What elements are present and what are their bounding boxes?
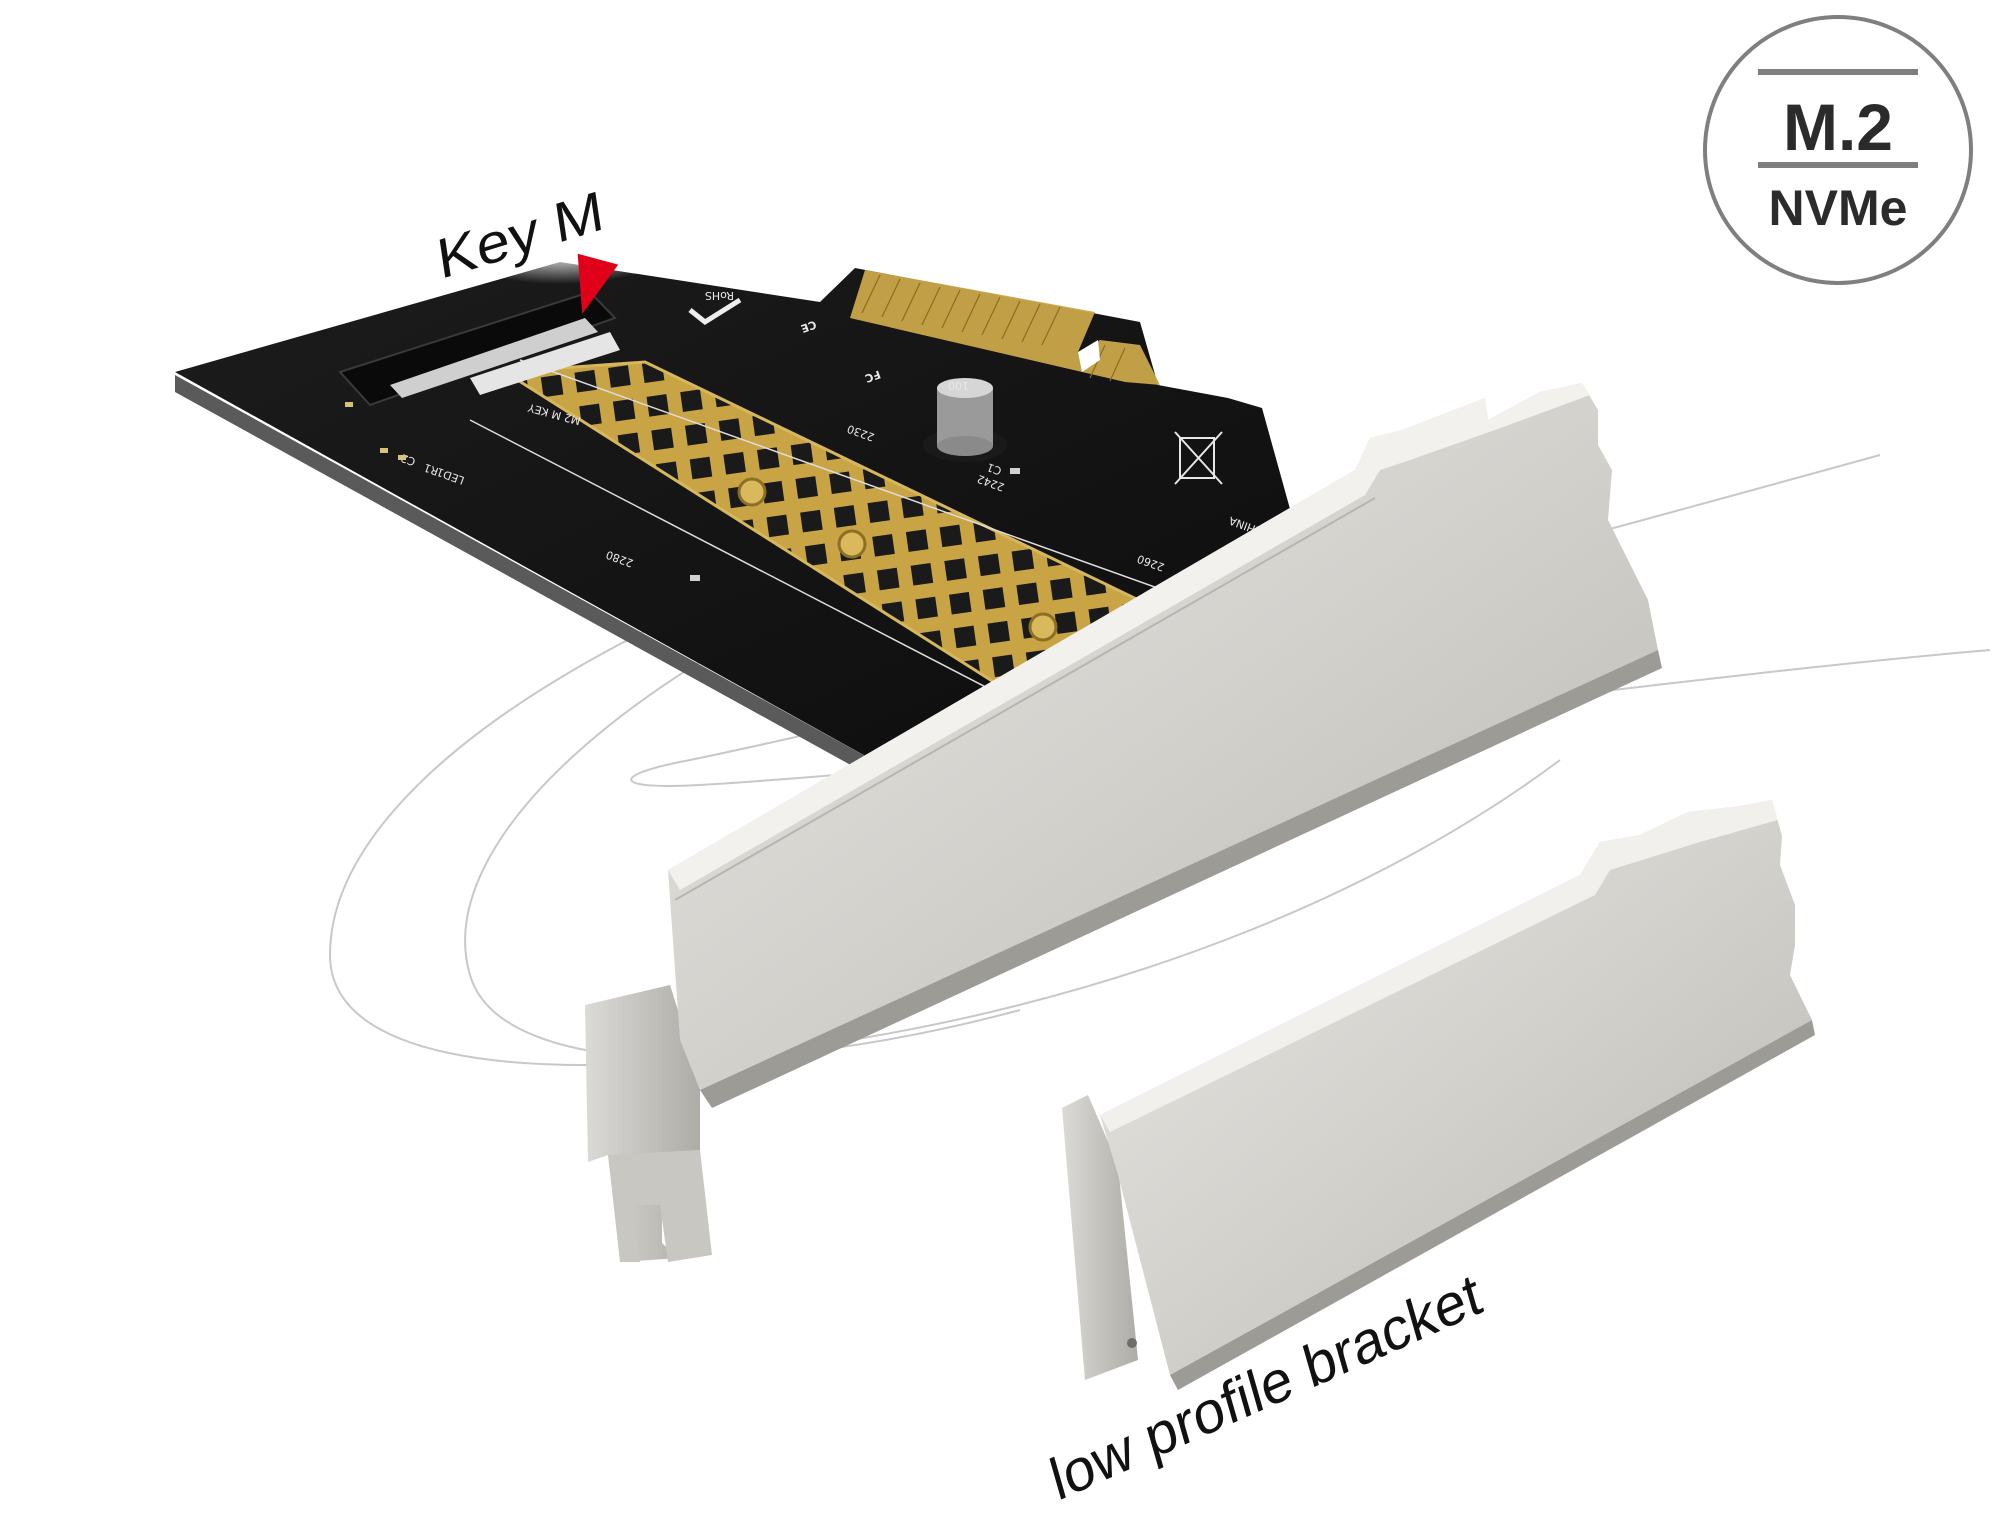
capacitor: 100 <box>923 378 1007 462</box>
key-arrow-icon <box>577 253 619 314</box>
ce-mark: CE <box>799 318 818 336</box>
screw-hole-2242 <box>837 529 867 559</box>
fc-mark: FC <box>863 367 882 385</box>
badge-nvme: NVMe <box>1769 180 1908 236</box>
rohs-text: RoHS <box>705 289 734 302</box>
r1-label: R1 <box>422 461 440 478</box>
badge-m2: M.2 <box>1783 90 1893 164</box>
pcie-card: 100 RoHS CE FC CHINA M2 M KEY 2230 2242 … <box>175 262 1345 795</box>
weee-bin-icon <box>1174 431 1223 485</box>
screw-hole-2230 <box>737 477 767 507</box>
rohs-mark: RoHS <box>688 289 742 326</box>
m2-nvme-badge: M.2 NVMe <box>1703 15 1973 285</box>
cap-value: 100 <box>948 379 969 392</box>
screw-hole-2280 <box>1028 612 1058 642</box>
full-height-bracket <box>585 383 1662 1262</box>
c1-label: C1 <box>985 460 1003 477</box>
m2-connector <box>338 290 620 407</box>
low-profile-bracket <box>1062 800 1815 1390</box>
